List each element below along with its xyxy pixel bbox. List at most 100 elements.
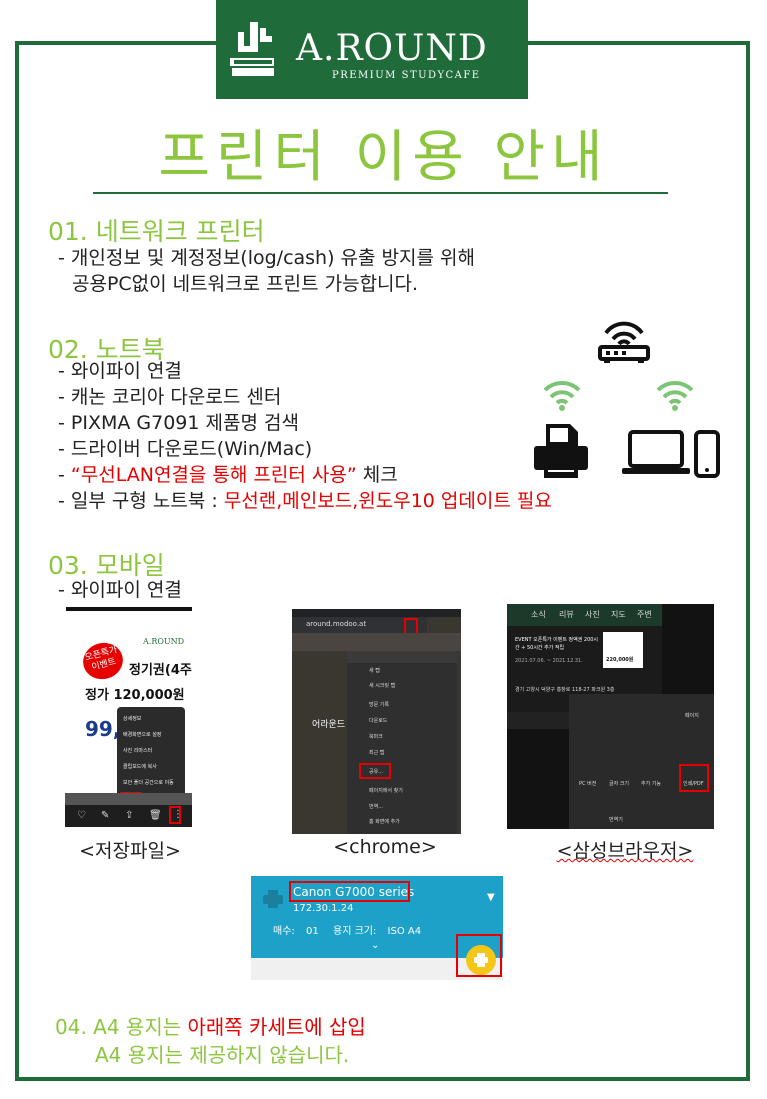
thumbnail-strip bbox=[65, 793, 192, 805]
url-text: around.modoo.at bbox=[306, 620, 367, 628]
tab-nearby[interactable]: 주변 bbox=[637, 610, 652, 619]
highlight-box bbox=[169, 806, 181, 824]
section1-line: 공용PC없이 네트워크로 프린트 가능합니다. bbox=[72, 273, 419, 295]
panel-item[interactable]: 추가 기능 bbox=[641, 781, 661, 787]
section3-item: - 와이파이 연결 bbox=[58, 579, 182, 601]
menu-item[interactable]: 북마크 bbox=[369, 734, 383, 740]
dropdown-arrow-icon[interactable]: ▼ bbox=[487, 892, 495, 903]
screenshot-chrome: around.modoo.at 어라운드 스 새 탭 새 시크릿 탭 방문 기록… bbox=[292, 609, 461, 834]
list-price: 정가 120,000원 bbox=[85, 688, 185, 703]
menu-item[interactable]: 클립보드에 복사 bbox=[123, 764, 157, 770]
dash: - bbox=[58, 464, 65, 486]
event-thumbnail: 220,000원 bbox=[603, 632, 643, 668]
menu-item[interactable]: 홈 화면에 추가 bbox=[369, 819, 400, 825]
menu-item[interactable]: 배경화면으로 설정 bbox=[123, 732, 162, 738]
printer-name[interactable]: Canon G7000 series bbox=[293, 885, 415, 899]
brand-name: A.ROUND bbox=[296, 28, 488, 69]
panel-item[interactable]: 글자 크기 bbox=[609, 781, 629, 787]
site-header bbox=[292, 633, 461, 651]
cassette-instruction: 아래쪽 카세트에 삽입 bbox=[187, 1015, 366, 1039]
section2-item: - 드라이버 다운로드(Win/Mac) bbox=[58, 438, 313, 460]
menu-item[interactable]: 새 시크릿 탭 bbox=[369, 683, 396, 689]
panel-item-print[interactable]: 인쇄/PDF bbox=[683, 781, 704, 787]
address-bar[interactable]: around.modoo.at bbox=[292, 617, 427, 633]
old-laptop-label: - 일부 구형 노트북 : bbox=[58, 490, 218, 512]
menu-item[interactable]: 페이지에서 찾기 bbox=[369, 788, 403, 794]
section4-line2: A4 용지는 제공하지 않습니다. bbox=[95, 1043, 350, 1067]
printer-icon bbox=[263, 890, 283, 908]
menu-item[interactable]: 다운로드 bbox=[369, 718, 388, 724]
pencil-icon[interactable]: ✎ bbox=[101, 810, 110, 821]
section2-item-wifi-lan: - “무선LAN연결을 통해 프린터 사용” 체크 bbox=[58, 463, 398, 487]
brand-logo: A.ROUND PREMIUM STUDYCAFE bbox=[216, 0, 528, 99]
tab-review[interactable]: 리뷰 bbox=[559, 610, 574, 619]
more-icon[interactable]: ⋮ bbox=[173, 809, 183, 820]
menu-item[interactable]: 상세정보 bbox=[123, 716, 142, 722]
section2-item: - 와이파이 연결 bbox=[58, 360, 182, 382]
menu-item[interactable]: 번역... bbox=[369, 804, 383, 810]
update-required: 무선랜,메인보드,윈도우10 업데이트 필요 bbox=[223, 490, 552, 512]
panel-item[interactable]: 번역기 bbox=[609, 817, 623, 823]
page-text: 어라운드 스 bbox=[312, 720, 357, 730]
print-fab-button[interactable] bbox=[466, 945, 496, 975]
event-text: EVENT 오픈특가 이벤트 정액권 200시간 + 50시간 추가 적립 bbox=[515, 637, 599, 651]
tab-news[interactable]: 소식 bbox=[531, 610, 546, 619]
section2-item: - 캐논 코리아 다운로드 센터 bbox=[58, 386, 282, 408]
menu-toolbar bbox=[347, 651, 457, 663]
menu-item[interactable]: 새 탭 bbox=[369, 668, 380, 674]
bottom-toolbar: ♡ ✎ ⇪ 🗑 ⋮ bbox=[65, 805, 192, 827]
section2-item-old-laptop: - 일부 구형 노트북 : 무선랜,메인보드,윈도우10 업데이트 필요 bbox=[58, 489, 552, 513]
printer-icon bbox=[474, 953, 488, 967]
event-price: 220,000원 bbox=[606, 657, 634, 663]
wifi-icon bbox=[543, 380, 581, 411]
wifi-icon bbox=[656, 380, 694, 411]
highlight-box bbox=[456, 934, 502, 977]
menu-item[interactable]: 최근 탭 bbox=[369, 750, 385, 756]
tab-map[interactable]: 지도 bbox=[611, 610, 626, 619]
printer-ip: 172.30.1.24 bbox=[293, 903, 354, 914]
phone-icon bbox=[694, 430, 720, 478]
share-icon[interactable]: ⇪ bbox=[125, 810, 134, 821]
paper-size-field[interactable]: 용지 크기: ISO A4 bbox=[333, 922, 421, 937]
event-badge: 오픈특가 이벤트 bbox=[79, 638, 127, 684]
trash-icon[interactable]: 🗑 bbox=[149, 810, 162, 821]
status-bar bbox=[292, 609, 461, 617]
heart-icon[interactable]: ♡ bbox=[77, 810, 86, 821]
sale-price: 99, bbox=[85, 717, 121, 741]
brand-tagline: PREMIUM STUDYCAFE bbox=[332, 70, 481, 81]
section4-line1: 04. A4 용지는 아래쪽 카세트에 삽입 bbox=[55, 1015, 366, 1039]
highlight-box bbox=[679, 764, 709, 792]
tab-photo[interactable]: 사진 bbox=[585, 610, 600, 619]
router-icon bbox=[598, 321, 650, 363]
paper-size-label: 용지 크기: bbox=[333, 926, 377, 937]
screenshot-samsung-browser: 소식 리뷰 사진 지도 주변 EVENT 오픈특가 이벤트 정액권 200시간 … bbox=[507, 604, 714, 829]
event-dates: 2021.07.06. ~ 2021.12.31. bbox=[515, 658, 583, 664]
laptop-icon bbox=[622, 430, 690, 474]
chrome-menu: 새 탭 새 시크릿 탭 방문 기록 다운로드 북마크 최근 탭 공유... 페이… bbox=[347, 651, 457, 834]
menu-item[interactable]: 보안 폴더 공간으로 이동 bbox=[123, 780, 174, 786]
caption-saved-file: <저장파일> bbox=[79, 840, 181, 862]
copies-label: 매수: bbox=[273, 926, 295, 937]
menu-panel: 페이지 인쇄/PDF PC 버전 글자 크기 추가 기능 번역기 bbox=[569, 694, 714, 829]
section1-line: - 개인정보 및 계정정보(log/cash) 유출 방지를 위해 bbox=[58, 247, 475, 269]
page-title: 프린터 이용 안내 bbox=[158, 125, 609, 190]
caption-samsung-browser: <삼성브라우저> bbox=[556, 840, 694, 862]
paper-size-value: ISO A4 bbox=[387, 926, 422, 937]
section2-item: - PIXMA G7091 제품명 검색 bbox=[58, 412, 299, 434]
menu-item-share[interactable]: 공유... bbox=[369, 769, 383, 775]
print-dialog-screenshot: Canon G7000 series 172.30.1.24 ▼ 매수: 01 … bbox=[251, 876, 503, 980]
section2-heading: 02. 노트북 bbox=[48, 335, 165, 364]
highlight-box bbox=[289, 881, 410, 902]
tab-bar: 소식 리뷰 사진 지도 주변 bbox=[507, 604, 662, 626]
highlight-box bbox=[359, 763, 391, 779]
print-dialog-header: Canon G7000 series 172.30.1.24 ▼ 매수: 01 … bbox=[251, 876, 503, 958]
cactus-book-icon bbox=[230, 22, 274, 76]
mini-logo: A.ROUND bbox=[143, 637, 185, 646]
panel-item[interactable]: 페이지 bbox=[685, 713, 699, 719]
menu-item[interactable]: 방문 기록 bbox=[369, 702, 389, 708]
menu-item[interactable]: 사진 리마스터 bbox=[123, 748, 153, 754]
copies-value: 01 bbox=[305, 926, 319, 937]
chevron-down-icon[interactable]: ⌄ bbox=[371, 940, 380, 951]
panel-item[interactable]: PC 버전 bbox=[579, 781, 597, 787]
copies-field[interactable]: 매수: 01 bbox=[273, 922, 319, 937]
